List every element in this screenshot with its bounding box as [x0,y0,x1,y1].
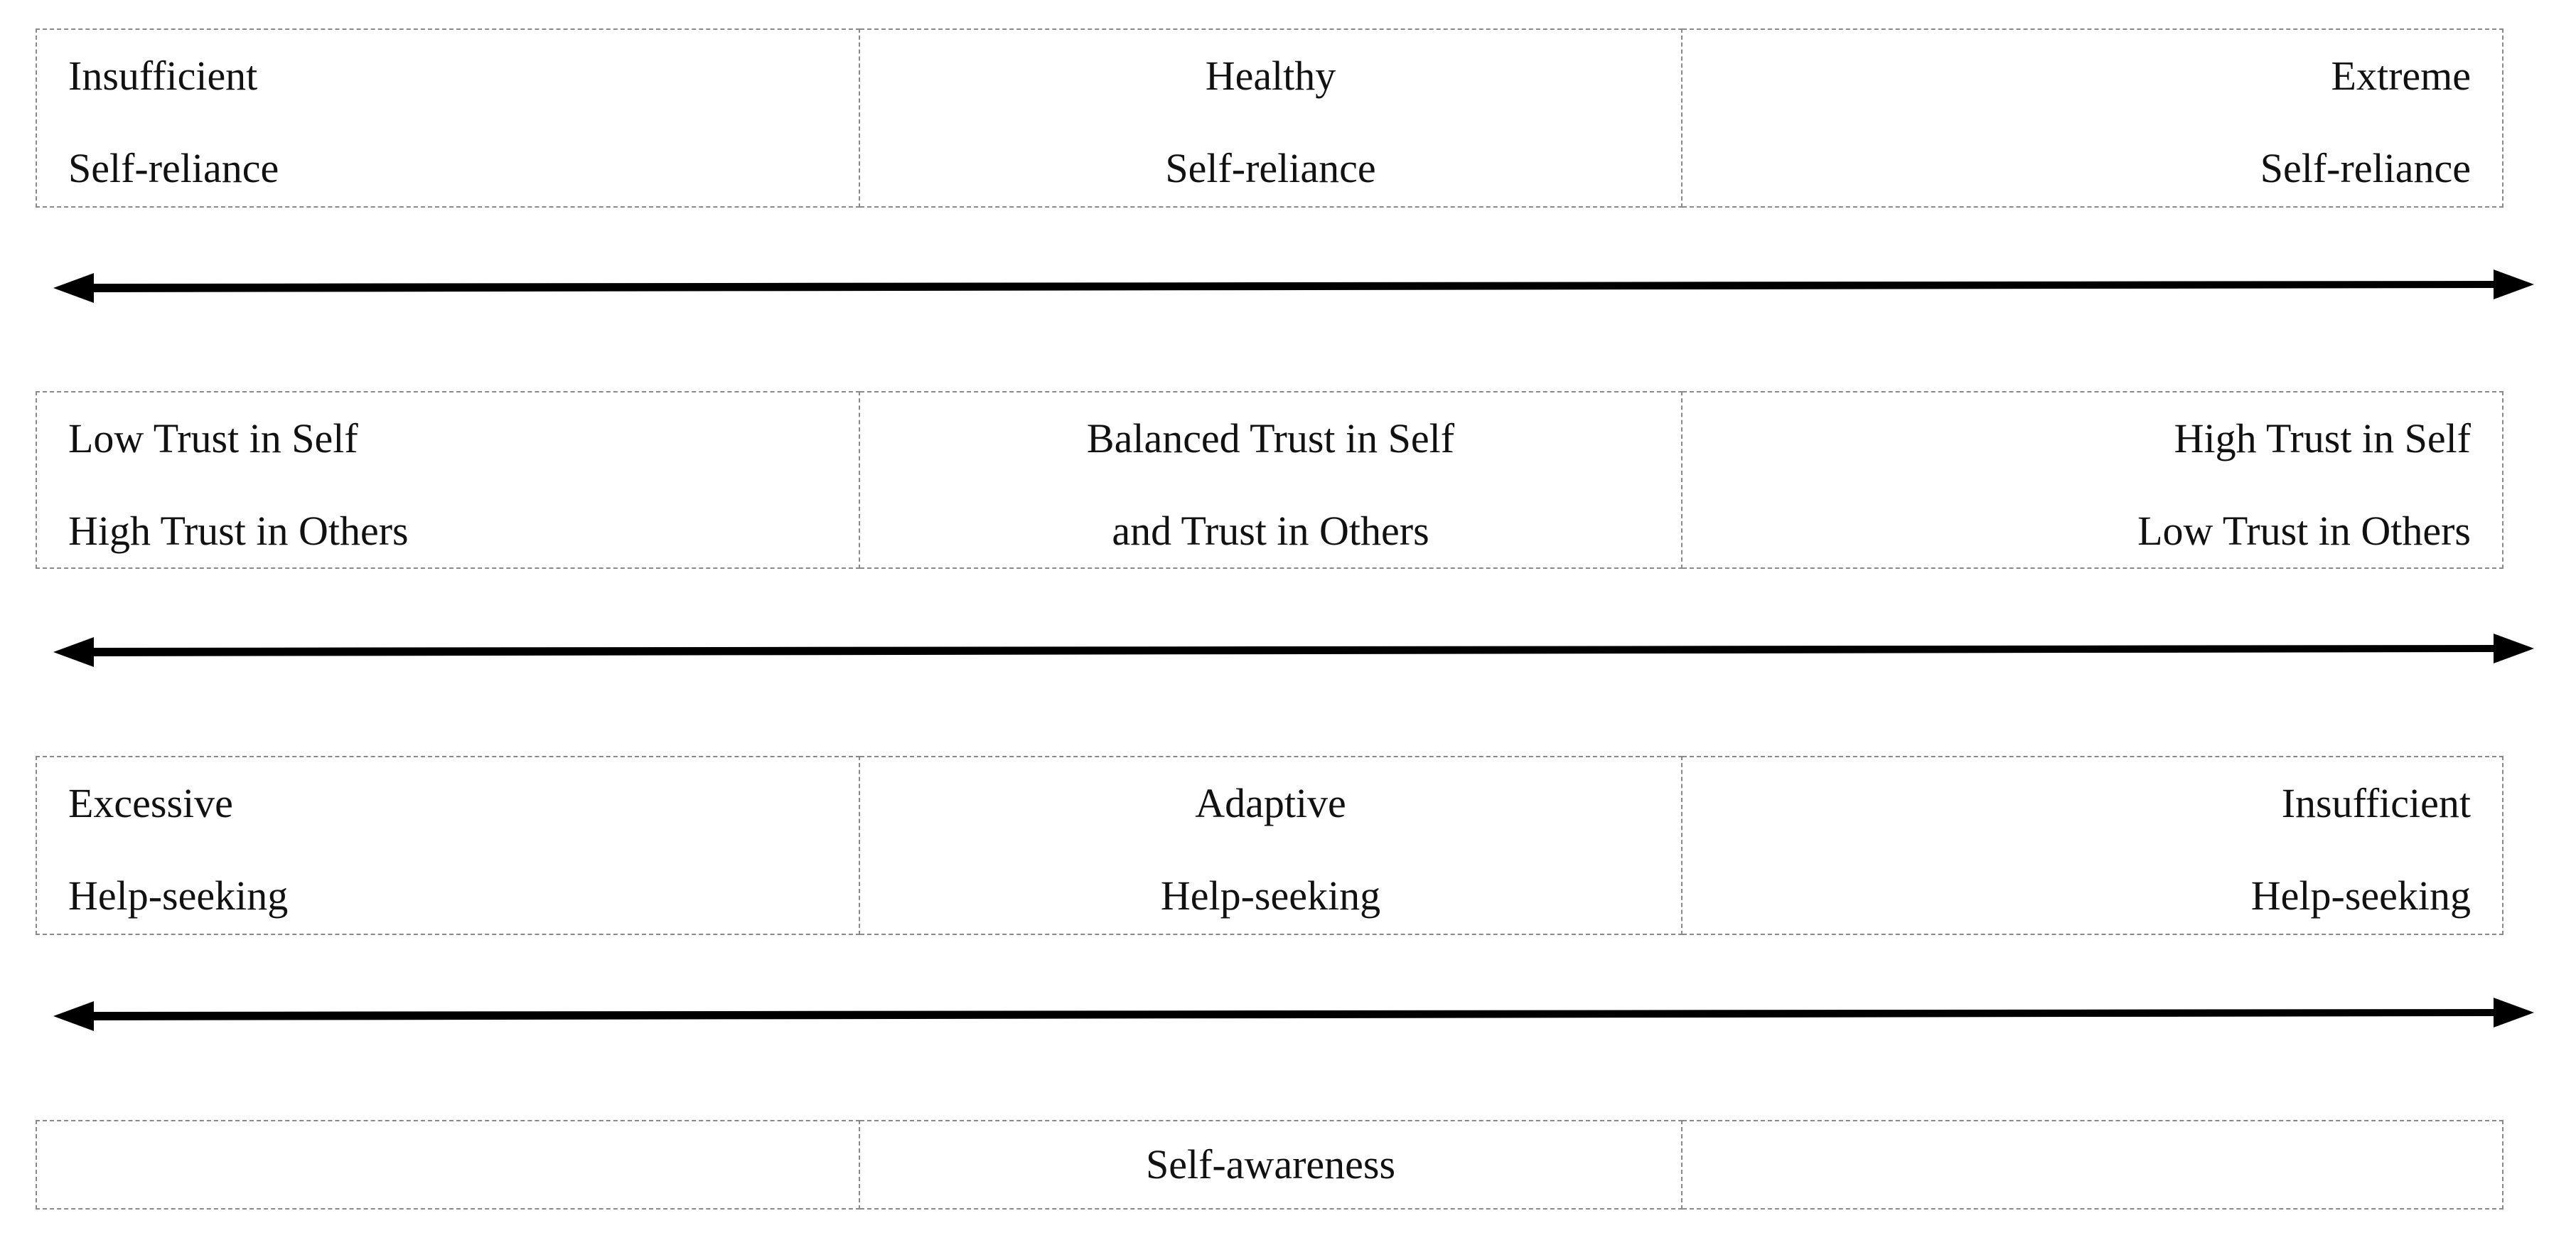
cell-line: Low Trust in Self [68,415,358,461]
arrow-head-left [53,273,94,303]
arrow-shaft [89,1009,2499,1020]
excessive-help-seeking-cell: Excessive Help-seeking [36,756,860,935]
insufficient-help-seeking-cell: Insufficient Help-seeking [1683,756,2503,935]
cell-line: Help-seeking [1160,872,1381,919]
cell-line: Adaptive [1195,780,1346,826]
cell-line: Balanced Trust in Self [1086,415,1455,461]
arrow-shaft [89,281,2499,292]
double-arrow [53,998,2534,1031]
help-seeking-row: Excessive Help-seeking Adaptive Help-see… [36,756,2503,935]
arrow-head-left [53,1001,94,1031]
double-arrow [53,634,2534,667]
self-awareness-row: Self-awareness [36,1120,2503,1210]
self-reliance-row: Insufficient Self-reliance Healthy Self-… [36,28,2503,208]
adaptive-help-seeking-cell: Adaptive Help-seeking [860,756,1683,935]
arrow-head-right [2494,269,2534,299]
empty-cell-left [36,1120,860,1210]
balanced-trust-cell: Balanced Trust in Self and Trust in Othe… [860,391,1683,569]
cell-line: Help-seeking [68,872,289,919]
cell-line: Self-awareness [1145,1141,1396,1187]
cell-line: Extreme [2331,53,2471,99]
arrow-head-left [53,637,94,667]
insufficient-self-reliance-cell: Insufficient Self-reliance [36,28,860,208]
high-trust-self-cell: High Trust in Self Low Trust in Others [1683,391,2503,569]
cell-line: Low Trust in Others [2137,508,2471,554]
cell-line: Insufficient [68,53,258,99]
cell-line: High Trust in Self [2174,415,2471,461]
cell-line: Healthy [1205,53,1336,99]
healthy-self-reliance-cell: Healthy Self-reliance [860,28,1683,208]
cell-line: Self-reliance [68,145,279,191]
arrow-head-right [2494,634,2534,663]
empty-cell-right [1683,1120,2503,1210]
cell-line: Insufficient [2281,780,2471,826]
cell-line: High Trust in Others [68,508,409,554]
arrow-shaft [89,645,2499,656]
arrow-head-right [2494,998,2534,1028]
extreme-self-reliance-cell: Extreme Self-reliance [1683,28,2503,208]
cell-line: Self-reliance [1165,145,1376,191]
cell-line: Excessive [68,780,233,826]
cell-line: Help-seeking [2250,872,2471,919]
cell-line: and Trust in Others [1112,508,1429,554]
low-trust-self-cell: Low Trust in Self High Trust in Others [36,391,860,569]
trust-row: Low Trust in Self High Trust in Others B… [36,391,2503,569]
cell-line: Self-reliance [2260,145,2471,191]
double-arrow [53,269,2534,303]
self-awareness-cell: Self-awareness [860,1120,1683,1210]
